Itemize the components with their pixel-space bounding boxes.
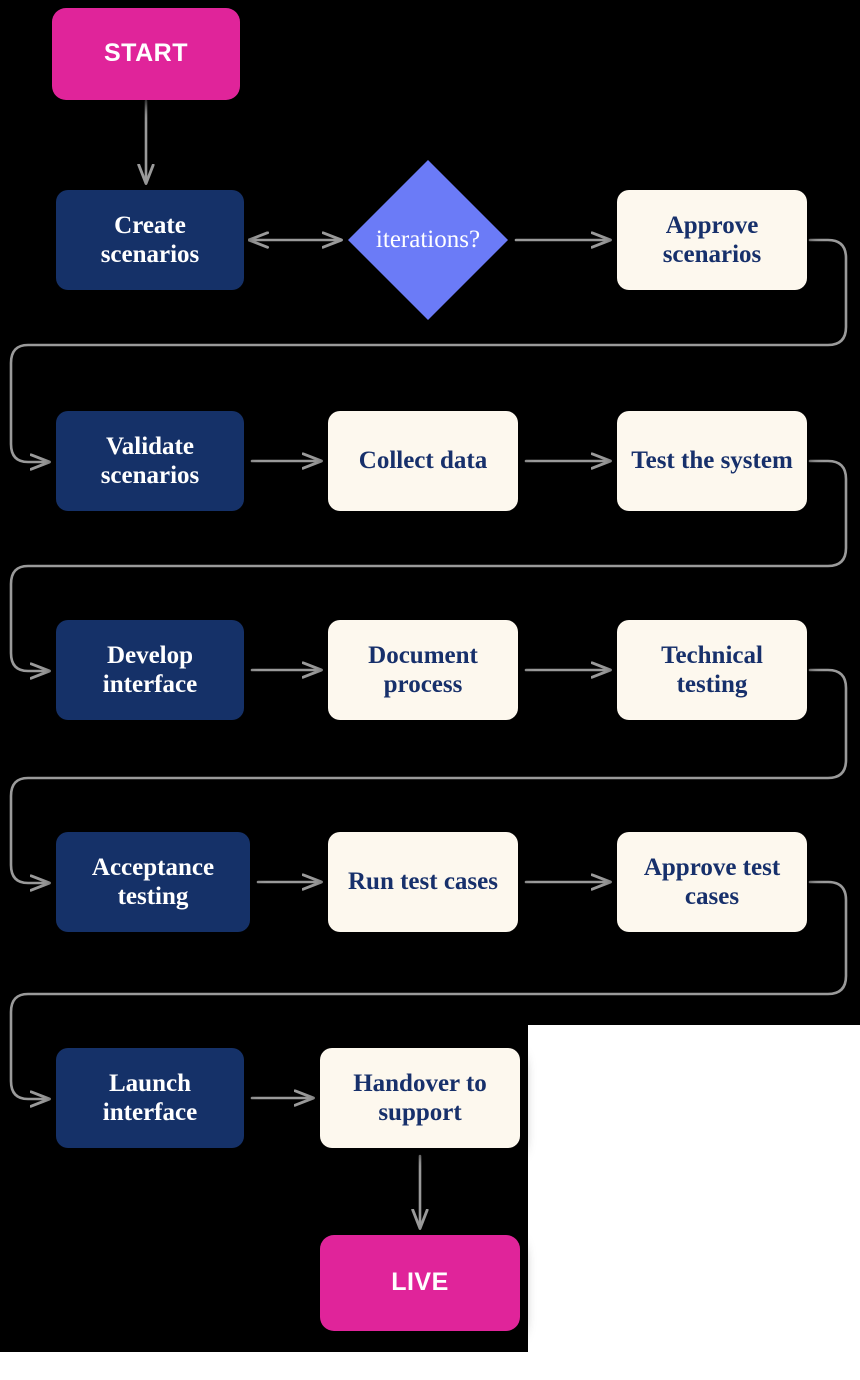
node-iterations-decision[interactable]: iterations? [348, 160, 508, 320]
node-approve-scenarios[interactable]: Approve scenarios [617, 190, 807, 290]
node-run-test-cases-label: Run test cases [348, 868, 498, 896]
node-live-label: LIVE [391, 1268, 449, 1297]
node-acceptance-testing[interactable]: Acceptance testing [56, 832, 250, 932]
edge-test-system-to-develop [9, 459, 848, 671]
node-test-the-system-label: Test the system [631, 447, 793, 475]
node-technical-testing[interactable]: Technical testing [617, 620, 807, 720]
node-handover-to-support-label: Handover to support [353, 1069, 487, 1127]
node-launch-interface[interactable]: Launch interface [56, 1048, 244, 1148]
node-create-scenarios[interactable]: Create scenarios [56, 190, 244, 290]
node-approve-test-cases[interactable]: Approve test cases [617, 832, 807, 932]
node-acceptance-testing-label: Acceptance testing [91, 853, 215, 911]
node-launch-interface-label: Launch interface [102, 1069, 198, 1127]
node-approve-scenarios-label: Approve scenarios [662, 211, 762, 269]
node-handover-to-support[interactable]: Handover to support [320, 1048, 520, 1148]
node-technical-testing-label: Technical testing [661, 641, 763, 699]
node-run-test-cases[interactable]: Run test cases [328, 832, 518, 932]
node-iterations-decision-label: iterations? [375, 226, 481, 253]
node-create-scenarios-label: Create scenarios [100, 211, 200, 269]
node-start-label: START [104, 39, 188, 68]
node-document-process-label: Document process [368, 641, 478, 699]
node-document-process[interactable]: Document process [328, 620, 518, 720]
node-approve-test-cases-label: Approve test cases [643, 853, 781, 911]
edge-approve-scenarios-to-validate [9, 238, 848, 462]
node-collect-data-label: Collect data [358, 447, 488, 475]
node-develop-interface-label: Develop interface [102, 641, 198, 699]
node-collect-data[interactable]: Collect data [328, 411, 518, 511]
edge-technical-testing-to-acceptance [9, 668, 848, 883]
node-live[interactable]: LIVE [320, 1235, 520, 1331]
node-test-the-system[interactable]: Test the system [617, 411, 807, 511]
node-validate-scenarios[interactable]: Validate scenarios [56, 411, 244, 511]
edge-approve-test-cases-to-launch [9, 880, 848, 1099]
node-develop-interface[interactable]: Develop interface [56, 620, 244, 720]
node-validate-scenarios-label: Validate scenarios [100, 432, 200, 490]
node-start[interactable]: START [52, 8, 240, 100]
